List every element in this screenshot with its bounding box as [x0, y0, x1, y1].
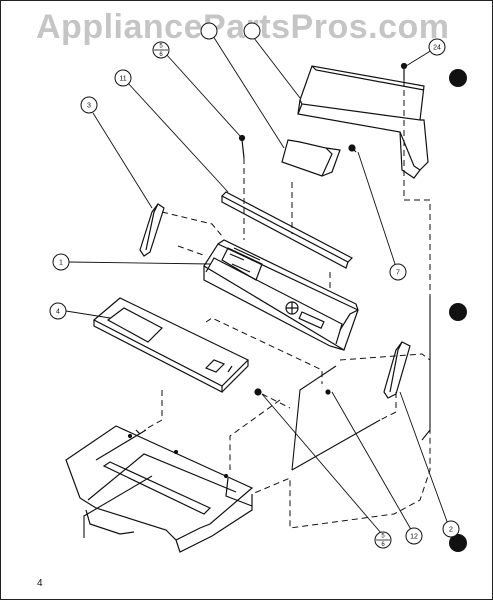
svg-text:11: 11: [119, 76, 126, 83]
svg-text:7: 7: [396, 270, 400, 277]
part-24-bracket: [297, 65, 429, 179]
callout-blank-a: [200, 22, 218, 40]
part-11-strip: [220, 191, 354, 269]
callout-4: 4: [49, 302, 67, 320]
watermark: AppliancePartsPros.com: [36, 8, 450, 46]
screws: [238, 62, 408, 396]
svg-text:6: 6: [159, 52, 163, 58]
leader-lines: [65, 35, 450, 534]
svg-text:5: 5: [381, 534, 385, 540]
callout-12: 12: [405, 527, 423, 545]
part-3-endcap: [139, 203, 165, 257]
registration-dot-middle: [449, 303, 467, 321]
svg-text:12: 12: [410, 534, 418, 541]
callout-5-6-bottom: 5 6: [374, 531, 392, 549]
part-4-overlay: [92, 297, 250, 393]
svg-text:1: 1: [59, 260, 63, 267]
callout-blank-b: [243, 22, 261, 40]
svg-text:2: 2: [449, 527, 453, 534]
callout-2: 2: [442, 520, 460, 538]
svg-text:3: 3: [87, 103, 91, 110]
svg-text:5: 5: [159, 44, 163, 50]
parts: [65, 62, 429, 553]
page-number: 4: [37, 578, 43, 589]
callouts: 1 3 4 11 5 6 24: [49, 22, 460, 549]
callout-24: 24: [428, 38, 446, 56]
callout-1: 1: [52, 253, 70, 271]
connector-lines: [83, 296, 431, 538]
part-2-endcap: [383, 341, 411, 399]
part-1-control-panel: [203, 239, 359, 351]
registration-dot-top: [449, 69, 467, 87]
svg-text:6: 6: [381, 542, 385, 548]
callout-5-6-top: 5 6: [152, 41, 170, 59]
svg-text:4: 4: [56, 309, 60, 316]
svg-text:24: 24: [433, 45, 441, 52]
part-6-bracket: [281, 139, 341, 177]
base-console: [65, 425, 254, 553]
callout-3: 3: [80, 96, 98, 114]
callout-7: 7: [389, 263, 407, 281]
callout-11: 11: [114, 69, 132, 87]
registration-dot-bottom: [449, 534, 467, 552]
assembly-lines: [143, 80, 431, 529]
